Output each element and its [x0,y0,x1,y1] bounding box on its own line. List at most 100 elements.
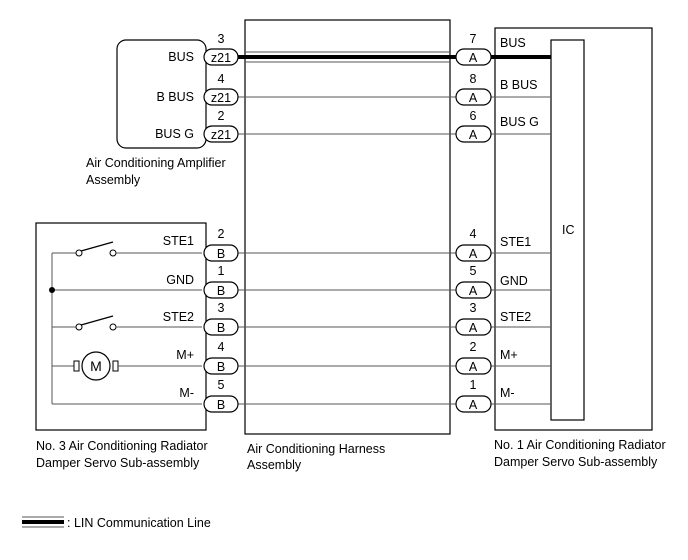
servo1-pin-ste2: 3 A STE2 [455,301,531,336]
connector-pill [455,281,492,299]
pin-label: BUS [500,36,526,50]
pin-label: B BUS [156,90,194,104]
switch-blade-icon [80,241,114,252]
pin-number: 2 [218,109,225,123]
connector-code: A [469,398,478,412]
pin-label: BUS G [500,115,539,129]
pin-label: BUS [168,50,194,64]
pin-number: 6 [470,109,477,123]
pin-number: 7 [470,32,477,46]
pin-label: STE2 [500,310,531,324]
pin-number: 5 [218,378,225,392]
connector-pill [455,88,492,106]
servo3-pin-mplus: M+ 4 B [176,340,239,375]
switch-contact-icon [75,249,83,257]
connector-pill [203,395,239,413]
motor-icon [81,351,111,381]
pin-label: STE1 [163,234,194,248]
switch-contact-icon [109,249,117,257]
connector-pill [203,357,239,375]
harness-name-line2: Assembly [247,458,302,472]
amplifier-name-line2: Assembly [86,173,141,187]
pin-number: 3 [218,32,225,46]
connector-pill [455,318,492,336]
connector-pill [455,357,492,375]
pin-number: 4 [218,72,225,86]
pin-label: STE2 [163,310,194,324]
legend-label: : LIN Communication Line [67,516,211,530]
servo1-pin-mminus: 1 A M- [455,378,515,413]
amplifier-name-line1: Air Conditioning Amplifier [86,156,226,170]
connector-code: A [469,284,478,298]
junction-dot-icon [49,287,55,293]
pin-label: M- [500,386,515,400]
servo1-pin-bus: 7 A BUS [455,32,526,66]
pin-label: STE1 [500,235,531,249]
servo3-pin-gnd: GND 1 B [166,264,239,299]
connector-code: B [217,398,225,412]
connector-code: A [469,51,478,65]
legend: : LIN Communication Line [22,516,211,530]
connector-code: A [469,360,478,374]
amplifier-pin-busg: BUS G 2 z21 [155,109,239,143]
switch-contact-icon [75,323,83,331]
servo1-name-line2: Damper Servo Sub-assembly [494,455,658,469]
servo1-pin-bbus: 8 A B BUS [455,72,538,106]
connector-code: B [217,247,225,261]
pin-number: 5 [470,264,477,278]
connector-pill [203,88,239,106]
pin-number: 1 [218,264,225,278]
connector-code: B [217,360,225,374]
pin-number: 1 [470,378,477,392]
connector-pill [203,318,239,336]
amplifier-pin-bus: BUS 3 z21 [168,32,239,66]
connector-pill [203,281,239,299]
pin-label: B BUS [500,78,538,92]
connector-pill [203,244,239,262]
connector-code: z21 [211,128,231,142]
pin-label: GND [500,274,528,288]
pin-number: 4 [218,340,225,354]
servo1-pin-mplus: 2 A M+ [455,340,518,375]
motor-brush-icon [112,360,119,372]
pin-number: 2 [218,227,225,241]
pin-label: M+ [500,348,518,362]
servo1-name-line1: No. 1 Air Conditioning Radiator [494,438,666,452]
amplifier-pin-bbus: B BUS 4 z21 [156,72,239,106]
servo1-pin-ste1: 4 A STE1 [455,227,531,262]
connector-code: A [469,91,478,105]
ic-label: IC [562,223,575,237]
motor-brush-icon [73,360,80,372]
connector-pill [455,48,492,66]
ic-box [550,39,585,421]
connector-code: A [469,128,478,142]
connector-code: A [469,247,478,261]
servo1-pin-gnd: 5 A GND [455,264,528,299]
connector-pill [203,125,239,143]
motor-symbol: M [90,358,102,374]
connector-code: B [217,321,225,335]
pin-label: M- [179,386,194,400]
connector-code: A [469,321,478,335]
pin-number: 3 [470,301,477,315]
servo3-pin-ste1: STE1 2 B [163,227,239,262]
pin-label: GND [166,273,194,287]
switch-contact-icon [109,323,117,331]
connector-code: z21 [211,51,231,65]
servo3-name-line2: Damper Servo Sub-assembly [36,456,200,470]
servo3-pin-mminus: M- 5 B [179,378,239,413]
pin-number: 8 [470,72,477,86]
pin-number: 3 [218,301,225,315]
servo3-name-line1: No. 3 Air Conditioning Radiator [36,439,208,453]
servo1-pin-busg: 6 A BUS G [455,109,539,143]
pin-number: 4 [470,227,477,241]
connector-pill [455,395,492,413]
pin-label: BUS G [155,127,194,141]
harness-name-line1: Air Conditioning Harness [247,442,385,456]
connector-code: z21 [211,91,231,105]
connector-code: B [217,284,225,298]
servo3-pin-ste2: STE2 3 B [163,301,239,336]
pin-label: M+ [176,348,194,362]
switch-blade-icon [80,315,114,326]
